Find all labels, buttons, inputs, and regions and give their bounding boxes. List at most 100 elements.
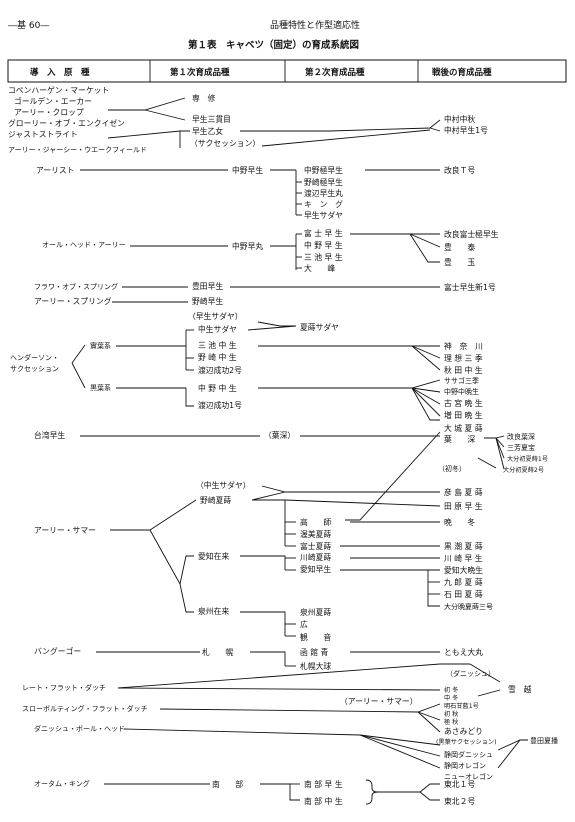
column-header: 戦後の育成品種 [432, 67, 492, 78]
node-label: ダニッシュ・ボール・ヘッド [34, 724, 125, 733]
node-label: 中村中秋 [444, 114, 475, 124]
node-label: 大分初夏蒔1号 [507, 455, 548, 463]
lineage-line [149, 499, 197, 531]
node-label: 野 崎 中 生 [198, 352, 237, 362]
node-label: 三 池 中 生 [198, 340, 237, 350]
node-label: 専 修 [192, 93, 216, 103]
node-label: 初 冬 [444, 686, 458, 694]
node-label: あさみどり [444, 727, 483, 736]
node-label: 札幌大球 [300, 661, 331, 671]
lineage-line [495, 437, 505, 448]
node-label: 愛知早生 [300, 564, 331, 574]
node-label: 改良富士極早生 [444, 229, 499, 239]
node-label: 田 原 早 生 [444, 501, 483, 511]
lineage-line [497, 739, 521, 769]
page-title: 品種特性と作型適応性 [270, 19, 360, 31]
node-label: 豊 泰 [444, 242, 475, 252]
lineage-line [257, 321, 296, 327]
lineage-line [185, 388, 194, 407]
node-label: （中生サダヤ） [196, 480, 251, 490]
node-label: 高 師 [300, 517, 331, 527]
node-label: アーリー・ジャーシー・ウエークフィールド [8, 146, 147, 154]
node-label: 野崎早生 [192, 296, 223, 306]
lineage-line [117, 687, 441, 691]
node-label: 早生サダヤ [304, 210, 343, 220]
node-label: 改良Ｔ号 [444, 165, 475, 175]
node-label: ともえ大丸 [444, 647, 483, 657]
node-label: 中野早丸 [232, 241, 263, 251]
node-label: 早生三貫目 [192, 114, 231, 124]
lineage-line [417, 711, 441, 721]
node-label: 東北１号 [444, 779, 475, 789]
node-label: 中 野 中 生 [198, 383, 237, 393]
lineage-line [179, 583, 194, 613]
table-title: 第１表 キャベツ（固定）の育成系統図 [188, 39, 359, 51]
node-label: 大分初夏蒔2号 [503, 466, 544, 474]
lineage-line [240, 119, 441, 132]
node-label: 静岡オレゴン [444, 761, 486, 770]
lineage-line [247, 325, 297, 331]
lineage-line [409, 233, 440, 263]
node-label: 静岡ダニッシュ [444, 750, 493, 759]
node-label: （サクセッション） [190, 139, 260, 148]
node-label: ヘンダーソン・ [10, 353, 59, 362]
node-label: アーリー・スプリング [34, 296, 112, 306]
node-label: ゴールデン・エーカー [14, 96, 92, 106]
lineage-line [240, 555, 286, 570]
node-label: 台湾早生 [34, 430, 65, 440]
lineage-line [261, 485, 440, 493]
lineage-line [477, 457, 497, 469]
lineage-line [409, 233, 441, 248]
node-label: 三芳夏宝 [507, 443, 535, 452]
lineage-line [251, 491, 286, 501]
node-label: 大分晩夏蒔三号 [444, 602, 493, 611]
node-label: 中野中晩生 [444, 387, 479, 396]
lineage-line [261, 129, 431, 147]
lineage-line [477, 689, 501, 697]
node-label: 札 幌 [202, 647, 233, 657]
node-label: （アーリー・サマー） [340, 697, 418, 706]
node-label: 夏蒔サダヤ [300, 322, 339, 332]
node-label: 渥美夏蒔 [300, 529, 331, 539]
lineage-line [411, 387, 440, 421]
node-label: 理 想 三 季 [444, 353, 483, 363]
node-label: 初 秋 [444, 710, 458, 718]
node-label: 南 部 早 生 [304, 779, 343, 789]
lineage-line [429, 127, 441, 132]
node-label: （ダニッシュ） [446, 669, 495, 678]
node-label: アーリー・サマー [34, 526, 96, 535]
node-label: 豊田夏播 [530, 736, 558, 745]
node-label: キ ン グ [304, 199, 343, 209]
lineage-line [179, 555, 194, 585]
node-label: 大 峰 [304, 263, 335, 273]
lineage-line [410, 569, 440, 607]
lineage-line [411, 387, 441, 417]
brace [365, 779, 379, 805]
lineage-line [345, 431, 441, 521]
node-label: ジャストストライト [8, 130, 78, 139]
node-label: 秋 田 中 生 [444, 365, 483, 375]
lineage-line [284, 499, 441, 507]
page-label: ―基 60― [8, 19, 49, 31]
node-label: 實葉系 [90, 341, 111, 350]
node-label: レート・フラット・ダッチ [22, 683, 106, 692]
lineage-line [495, 437, 505, 459]
lineage-line [260, 783, 300, 801]
lineage-line [258, 379, 441, 389]
lineage-line [411, 387, 441, 393]
lineage-line [117, 663, 470, 689]
column-header: 導 入 原 種 [30, 67, 90, 78]
node-label: 函 館 青 [300, 647, 329, 657]
node-label: 野崎極早生 [304, 177, 343, 187]
node-label: （早生サダヤ） [188, 311, 243, 321]
lineage-line [71, 362, 86, 389]
node-label: 改良葉深 [507, 432, 535, 441]
lineage-line [252, 499, 286, 546]
node-label: 富士夏蒔 [300, 541, 331, 551]
lineage-line [149, 529, 181, 585]
lineage-line [108, 97, 186, 111]
node-label: 増 田 晩 生 [444, 410, 483, 420]
node-label: 泉州在来 [198, 606, 229, 616]
lineage-line [107, 130, 190, 139]
